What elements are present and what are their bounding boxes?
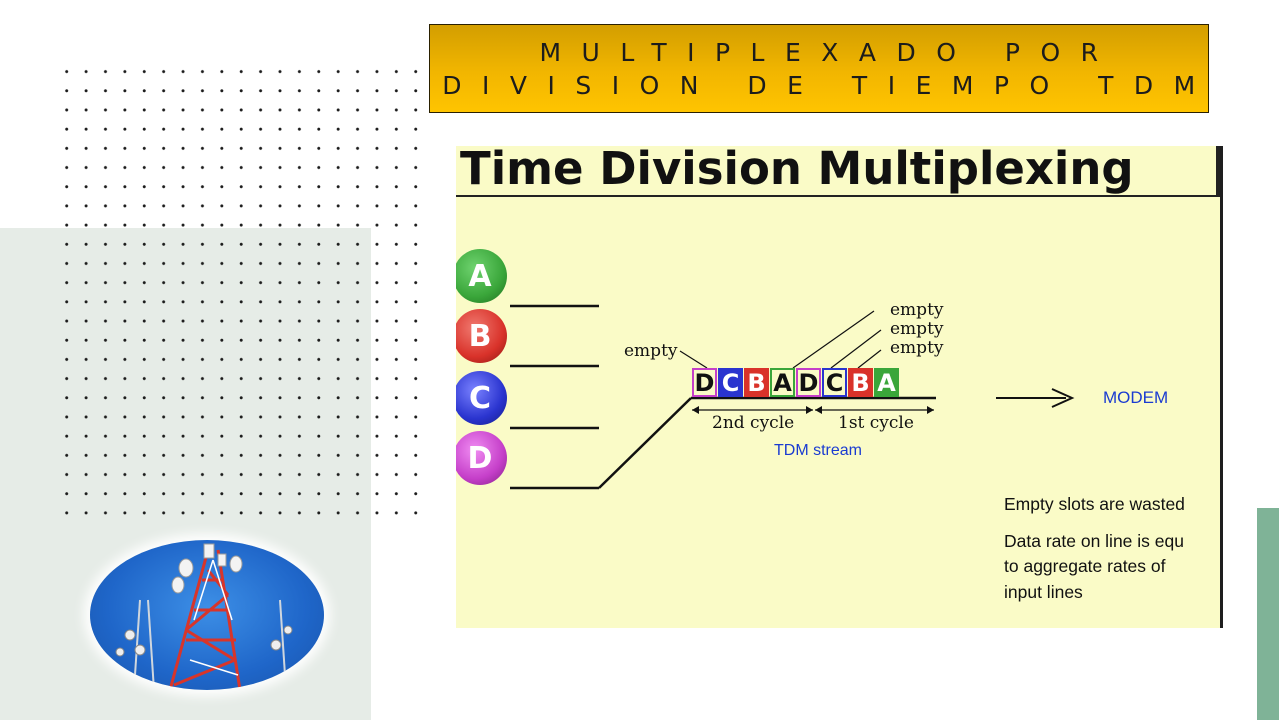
slide-title-line-2: DIVISION DE TIEMPO TDM xyxy=(442,70,1216,100)
cycle-2-label: 2nd cycle xyxy=(712,413,795,433)
slide-title-banner: MULTIPLEXADO POR DIVISION DE TIEMPO TDM xyxy=(429,24,1209,113)
input-node-a: A xyxy=(456,249,507,303)
empty-label-right-3: empty xyxy=(890,338,944,358)
input-node-a-label: A xyxy=(468,258,492,294)
slide-title-line-1: MULTIPLEXADO POR xyxy=(539,37,1119,67)
stream-slot: B xyxy=(848,368,873,397)
stream-slot-label: B xyxy=(851,368,870,397)
right-accent-strip xyxy=(1257,508,1279,720)
empty-label-right-2: empty xyxy=(890,319,944,339)
telecom-tower-icon xyxy=(115,543,293,690)
cycle-1-label: 1st cycle xyxy=(838,413,914,433)
note-empty-slots: Empty slots are wasted xyxy=(1004,494,1185,514)
note-data-rate-line-2: to aggregate rates of xyxy=(1004,556,1166,576)
input-node-b: B xyxy=(456,309,507,363)
stream-slot: D xyxy=(692,368,717,397)
stream-slot-label: A xyxy=(773,368,792,397)
stream-slot: A xyxy=(874,368,899,397)
stream-slot-label: C xyxy=(825,368,844,397)
empty-label-right-1: empty xyxy=(890,300,944,320)
input-node-d-label: D xyxy=(467,440,493,476)
tdm-diagram-image: Time Division Multiplexing A B xyxy=(456,146,1223,628)
diagram-title: Time Division Multiplexing xyxy=(460,146,1134,195)
tdm-stream-label: TDM stream xyxy=(774,442,862,459)
empty-label-left: empty xyxy=(624,341,678,361)
dot-grid-decoration xyxy=(57,62,419,518)
stream-slot: C xyxy=(718,368,743,397)
note-data-rate-line-3: input lines xyxy=(1004,582,1083,602)
stream-slot: C xyxy=(822,368,847,397)
stream-slot-label: D xyxy=(798,368,819,397)
title-underline xyxy=(456,195,1220,197)
modem-label: MODEM xyxy=(1103,388,1169,407)
stream-slot: A xyxy=(770,368,795,397)
stream-slot-label: B xyxy=(747,368,766,397)
note-data-rate-line-1: Data rate on line is equ xyxy=(1004,531,1184,551)
telecom-tower-image xyxy=(90,540,324,690)
title-right-bar xyxy=(1216,146,1220,196)
stream-slot-label: C xyxy=(721,368,740,397)
input-node-c-label: C xyxy=(468,380,492,416)
input-node-d: D xyxy=(456,431,507,485)
stream-slot: B xyxy=(744,368,769,397)
input-node-c: C xyxy=(456,371,507,425)
input-node-b-label: B xyxy=(468,318,492,354)
stream-slot-label: D xyxy=(694,368,715,397)
diagram-lines xyxy=(510,304,1075,490)
stream-slot: D xyxy=(796,368,821,397)
stream-slot-label: A xyxy=(877,368,896,397)
